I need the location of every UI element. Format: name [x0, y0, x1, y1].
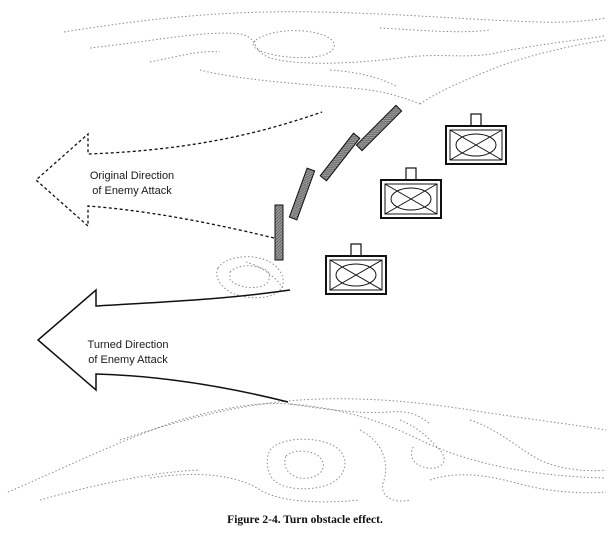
original-direction-label-line1: Original Direction — [90, 170, 174, 182]
obstacle-group — [274, 104, 403, 261]
armor-unit-icon — [445, 113, 507, 165]
original-direction-label-line2: of Enemy Attack — [92, 185, 172, 197]
armor-unit-icon — [325, 243, 387, 295]
obstacle-bar-icon — [288, 167, 316, 221]
terrain-contours-top — [63, 11, 607, 105]
turned-direction-label-line2: of Enemy Attack — [88, 354, 168, 366]
armor-unit-icon — [380, 167, 442, 219]
terrain-feature — [216, 256, 285, 299]
obstacle-bar-icon — [274, 204, 284, 261]
figure-caption: Figure 2-4. Turn obstacle effect. — [227, 514, 383, 526]
turned-direction-arrow: Turned Direction of Enemy Attack — [36, 288, 291, 403]
turned-direction-label-line1: Turned Direction — [88, 339, 169, 351]
terrain-contours-bottom — [7, 398, 607, 503]
obstacle-bar-icon — [355, 104, 403, 152]
obstacle-bar-icon — [319, 132, 361, 182]
original-direction-arrow: Original Direction of Enemy Attack — [35, 111, 323, 239]
